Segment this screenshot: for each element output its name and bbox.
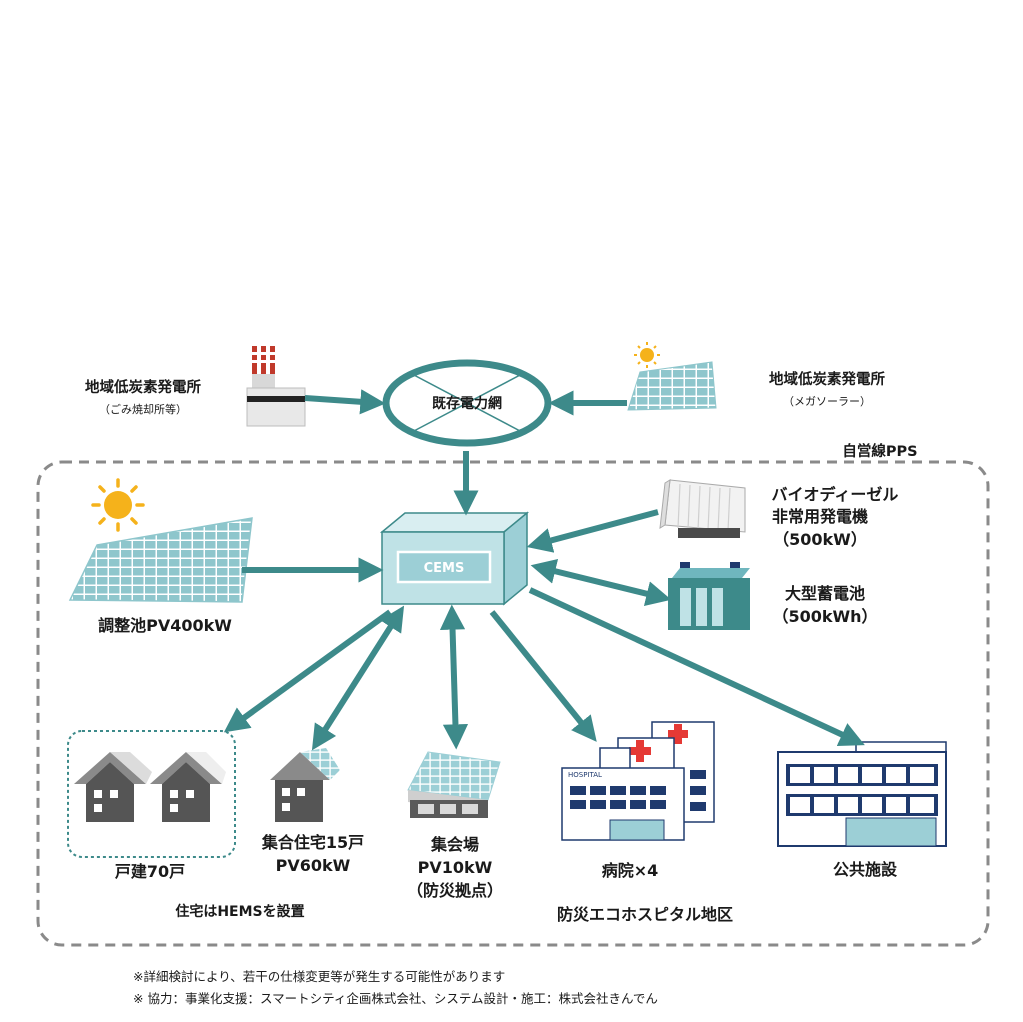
hall-label-3: （防災拠点）	[406, 881, 503, 900]
arrow-cems-hospital	[489, 610, 597, 742]
sun-icon	[91, 478, 145, 532]
hems-note: 住宅はHEMSを設置	[175, 904, 305, 920]
community-hall-icon	[407, 751, 501, 818]
pond-pv-array	[68, 517, 253, 603]
apartment-icon	[270, 748, 340, 822]
house-icon	[74, 752, 152, 822]
apartment-label-2: PV60kW	[275, 856, 351, 875]
pps-label: 自営線PPS	[842, 444, 918, 460]
solar-plant-title: 地域低炭素発電所	[769, 372, 885, 388]
diesel-label-2: 非常用発電機	[771, 507, 868, 526]
waste-plant-icon	[246, 346, 306, 427]
district-label: 防災エコホスピタル地区	[556, 905, 733, 924]
public-building-icon	[777, 741, 947, 847]
pps-boundary	[36, 460, 990, 947]
hospital-label: 病院×4	[601, 861, 659, 880]
arrow-cems-public	[528, 587, 865, 747]
footnote-2: ※ 協力：事業化支援：スマートシティ企画株式会社、システム設計・施工：株式会社き…	[133, 991, 658, 1006]
house-icon	[150, 752, 226, 822]
hospital-icon	[561, 721, 715, 841]
waste-plant-sub: （ごみ焼却所等）	[99, 403, 187, 416]
solar-plant-sub: （メガソーラー）	[783, 395, 871, 408]
mega-solar-icon	[627, 342, 717, 411]
houses-label: 戸建70戸	[114, 862, 186, 881]
diesel-label-3: （500kW）	[773, 530, 867, 549]
footnote-1: ※詳細検討により、若干の仕様変更等が発生する可能性があります	[133, 969, 506, 984]
waste-plant-title: 地域低炭素発電所	[85, 380, 201, 396]
apartment-label-1: 集合住宅15戸	[261, 833, 365, 852]
diesel-label-1: バイオディーゼル	[771, 485, 899, 504]
hall-label-2: PV10kW	[417, 858, 493, 877]
hospital-sign: HOSPITAL	[568, 771, 602, 779]
arrow-cems-hall	[439, 604, 469, 750]
pond-pv-label: 調整池PV400kW	[98, 616, 232, 635]
diesel-generator-icon	[659, 479, 746, 538]
hall-label-1: 集会場	[430, 835, 479, 854]
public-label: 公共施設	[832, 860, 897, 879]
battery-label-2: （500kWh）	[772, 607, 878, 626]
cems-box	[379, 511, 530, 606]
grid-ellipse	[382, 359, 552, 447]
battery-label-1: 大型蓄電池	[784, 584, 865, 603]
arrow-cems-battery	[530, 558, 672, 607]
houses-dotted-box	[67, 730, 236, 858]
arrow-cems-apartment	[311, 605, 405, 751]
cems-label: CEMS	[423, 561, 465, 576]
grid-label: 既存電力網	[432, 396, 502, 412]
arrow-waste-to-grid	[304, 389, 386, 415]
big-battery-icon	[668, 562, 750, 630]
arrow-diesel-to-cems	[526, 509, 659, 553]
